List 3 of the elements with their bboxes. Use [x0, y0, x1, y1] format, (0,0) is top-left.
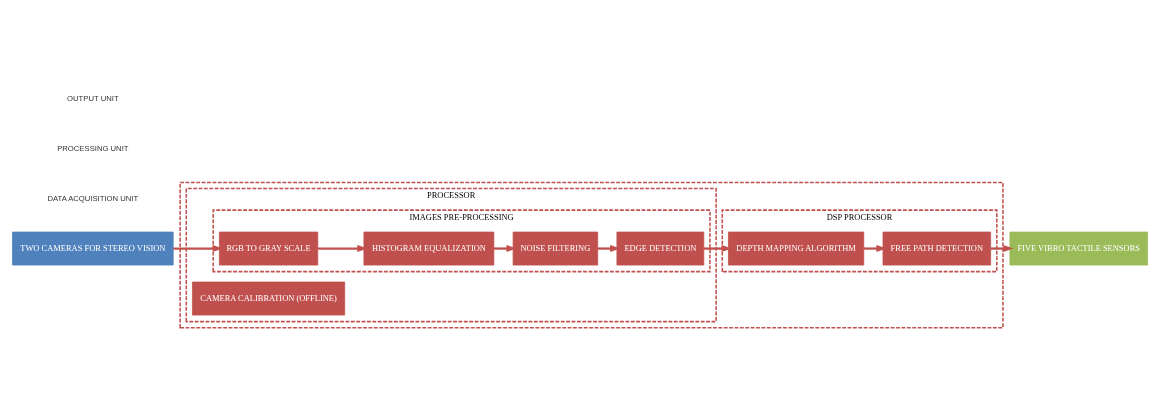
- label: DATA ACQUISITION UNIT: [47, 193, 139, 203]
- label: PROCESSING UNIT: [57, 143, 129, 153]
- label: OUTPUT UNIT: [67, 93, 119, 103]
